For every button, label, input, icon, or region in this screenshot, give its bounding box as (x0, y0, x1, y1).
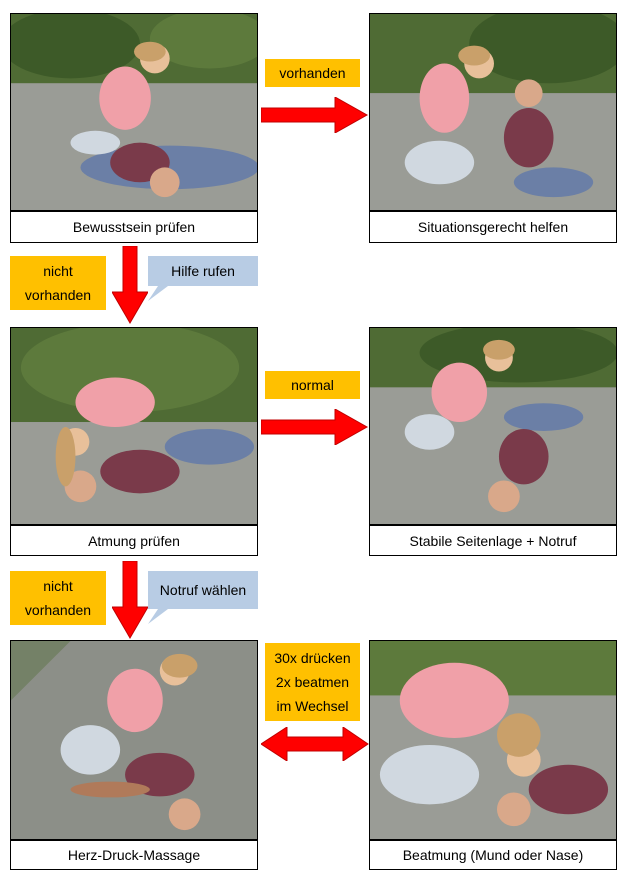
photo-cpr (10, 640, 258, 840)
callout-dial-emergency-label: Notruf wählen (159, 582, 247, 598)
step-situational-help: Situationsgerecht helfen (369, 211, 617, 243)
condition-normal: normal (265, 371, 360, 399)
condition-not-present-1: nicht vorhanden (10, 256, 106, 310)
arrow-down-1 (112, 246, 148, 324)
step-cpr: Herz-Druck-Massage (10, 840, 258, 870)
photo-situational-help (369, 13, 617, 211)
photo-recovery-position (369, 327, 617, 525)
arrow-bidirectional (261, 727, 369, 761)
photo-ventilation (369, 640, 617, 840)
arrow-right-normal (261, 409, 369, 445)
condition-not-present-2: nicht vorhanden (10, 571, 106, 625)
condition-cycle: 30x drücken 2x beatmen im Wechsel (265, 643, 360, 721)
step-consciousness: Bewusstsein prüfen (10, 211, 258, 243)
step-breathing: Atmung prüfen (10, 525, 258, 556)
callout-call-help: Hilfe rufen (148, 256, 258, 302)
arrow-down-2 (112, 561, 148, 639)
condition-present: vorhanden (265, 59, 360, 87)
step-recovery-position: Stabile Seitenlage + Notruf (369, 525, 617, 556)
photo-consciousness-check (10, 13, 258, 211)
step-ventilation: Beatmung (Mund oder Nase) (369, 840, 617, 870)
callout-call-help-label: Hilfe rufen (171, 263, 235, 279)
arrow-right-present (261, 97, 369, 133)
callout-dial-emergency: Notruf wählen (148, 571, 258, 625)
photo-breathing-check (10, 327, 258, 525)
